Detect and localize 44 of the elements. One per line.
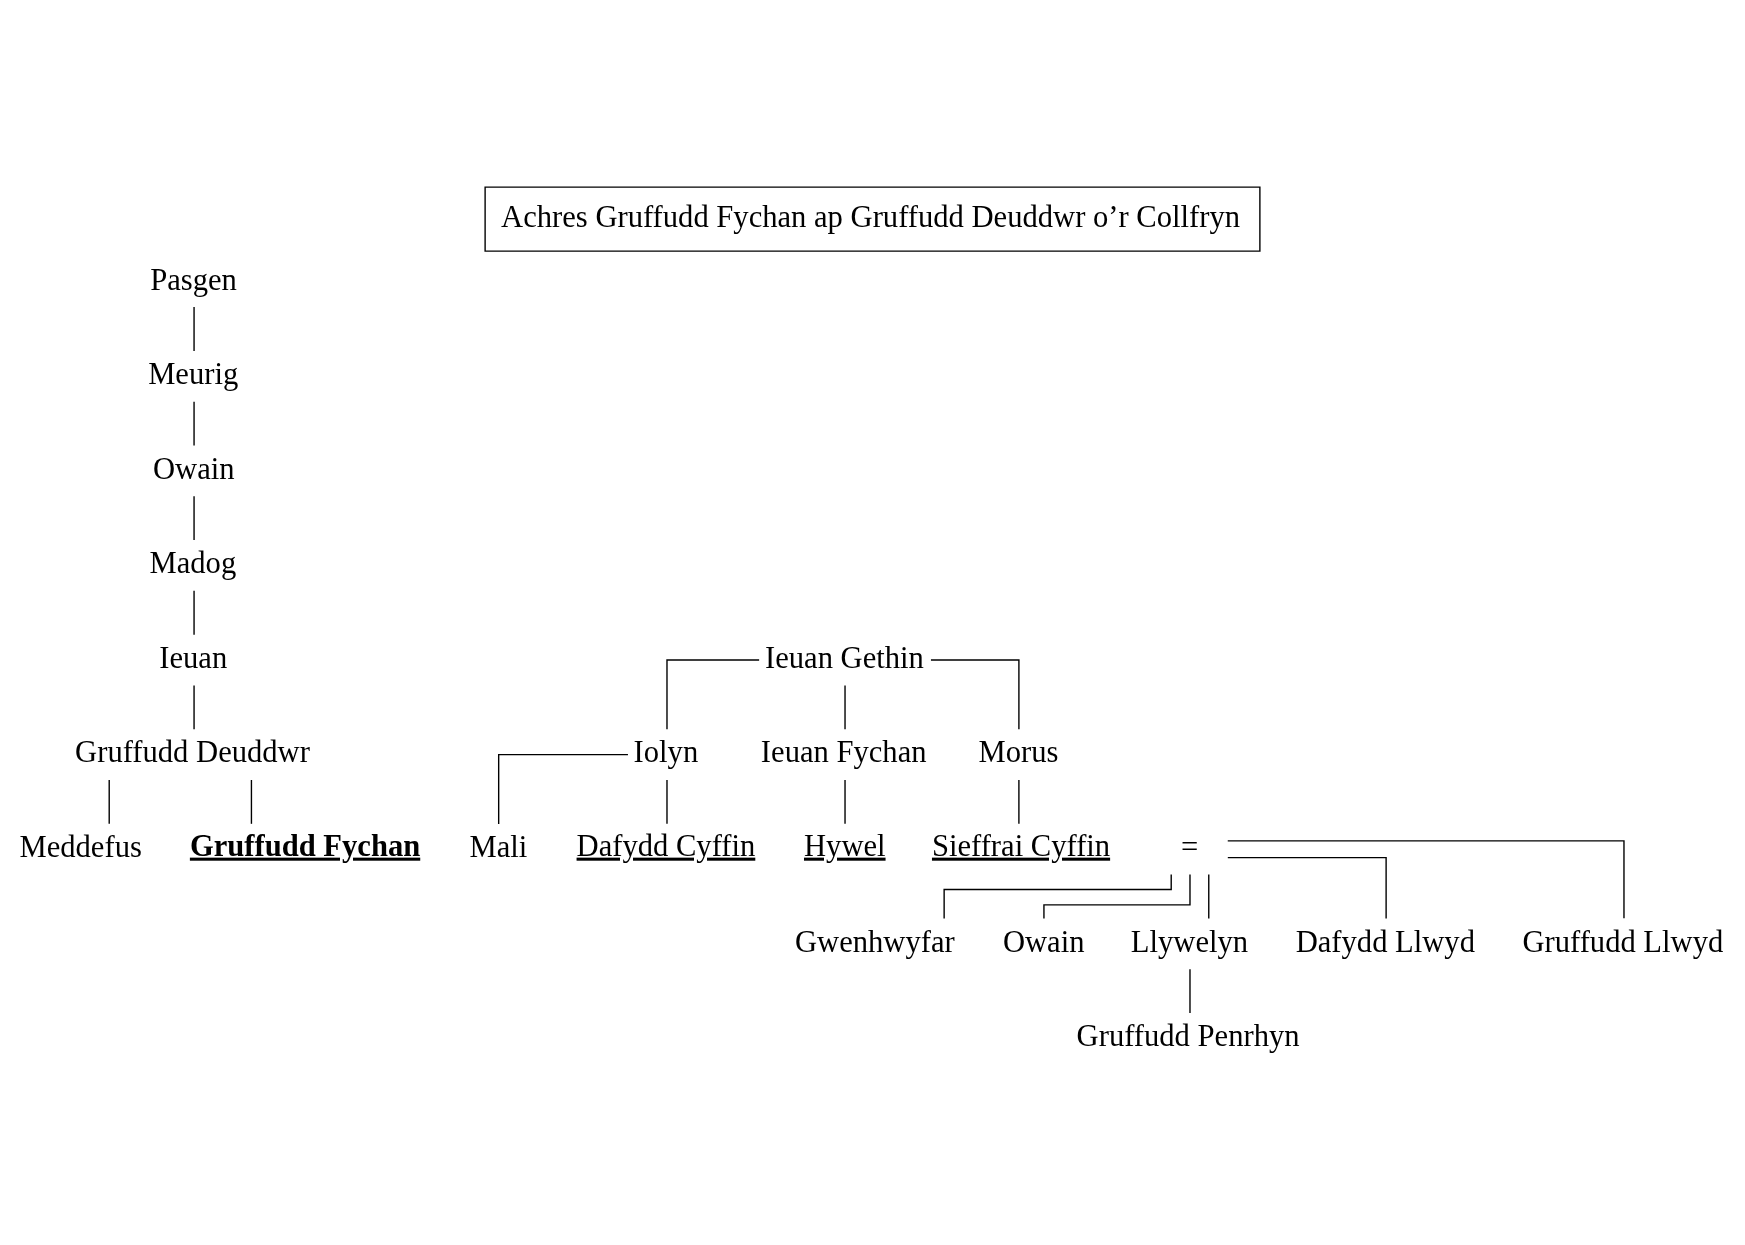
node-text: Meurig xyxy=(148,357,239,392)
connector xyxy=(1018,779,1020,825)
node-text: Madog xyxy=(149,546,237,581)
connector xyxy=(1227,840,1625,920)
node-text: Gruffudd Fychan xyxy=(189,828,421,863)
node-text: Ieuan xyxy=(159,640,228,675)
node-text: Owain xyxy=(153,451,235,486)
connector xyxy=(1227,856,1387,920)
connector xyxy=(250,779,253,825)
connector xyxy=(666,779,668,825)
node-text: Dafydd Cyffin xyxy=(576,828,756,863)
node-text: Llywelyn xyxy=(1130,924,1249,959)
node-text: Pasgen xyxy=(150,262,237,297)
diagram-title: Achres Gruffudd Fychan ap Gruffudd Deuddwr o’r Collfryn xyxy=(501,199,1241,234)
node-text: Dafydd Llwyd xyxy=(1295,924,1475,959)
connector xyxy=(844,684,846,730)
connector xyxy=(1189,968,1191,1014)
connector xyxy=(844,779,846,825)
connector xyxy=(1043,873,1191,920)
node-text: Gruffudd Penrhyn xyxy=(1076,1019,1300,1054)
node-text: Gruffudd Llwyd xyxy=(1522,924,1724,959)
connector xyxy=(930,659,1020,730)
connector xyxy=(943,873,1172,920)
node-text: Morus xyxy=(978,735,1059,770)
node-text: Ieuan Fychan xyxy=(760,735,927,770)
connector xyxy=(193,400,195,447)
node-text: = xyxy=(1180,830,1199,865)
node-text: Hywel xyxy=(803,828,886,863)
connector xyxy=(498,753,629,825)
connector xyxy=(193,684,195,730)
connector xyxy=(193,590,195,636)
node-text: Owain xyxy=(1002,924,1085,959)
node-text: Meddefus xyxy=(19,830,142,865)
connector xyxy=(193,495,195,541)
connector xyxy=(1208,873,1210,920)
node-text: Gruffudd Deuddwr xyxy=(75,735,310,770)
connector xyxy=(108,779,110,825)
node-text: Gwenhwyfar xyxy=(794,924,955,959)
node-text: Ieuan Gethin xyxy=(765,640,924,675)
connector xyxy=(193,306,195,352)
connector xyxy=(666,659,760,730)
node-text: Iolyn xyxy=(633,735,699,770)
node-text: Sieffrai Cyffin xyxy=(931,828,1111,863)
node-text: Mali xyxy=(469,830,528,865)
